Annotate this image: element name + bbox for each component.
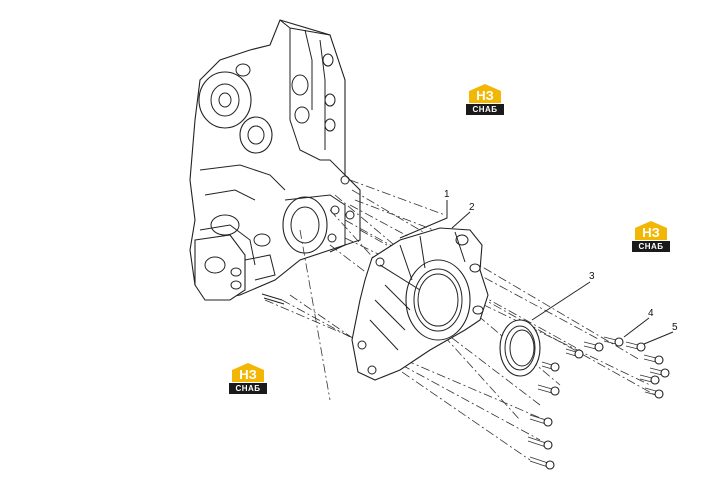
logo-word: СНАБ	[229, 383, 267, 394]
crankshaft-oil-seal	[499, 319, 541, 377]
callout-1: 1	[444, 189, 450, 200]
bolt	[541, 361, 560, 372]
callout-leaders	[399, 200, 674, 345]
leader-1	[399, 200, 448, 239]
leader-2	[451, 211, 471, 229]
bolt	[527, 436, 553, 450]
bolt	[643, 354, 664, 365]
house-roof-icon	[232, 363, 264, 382]
watermark-logo: НЗ СНАБ	[229, 362, 267, 396]
bolt	[529, 414, 553, 427]
bolt	[644, 387, 664, 399]
bolt	[537, 384, 560, 396]
house-roof-icon	[469, 84, 501, 103]
bolt	[565, 348, 584, 359]
bolt-set	[527, 336, 670, 470]
logo-word: СНАБ	[632, 241, 670, 252]
watermark-logo: НЗ СНАБ	[466, 83, 504, 117]
logo-monogram: НЗ	[239, 367, 257, 382]
bolt	[529, 456, 555, 470]
callout-5: 5	[672, 322, 678, 333]
rear-cover-housing	[351, 227, 489, 381]
house-roof-icon	[635, 221, 667, 240]
callout-3: 3	[589, 271, 595, 282]
logo-word: СНАБ	[466, 104, 504, 115]
bolt	[639, 374, 660, 385]
engine-block	[189, 19, 361, 305]
leader-5	[643, 331, 674, 345]
callout-4: 4	[648, 308, 654, 319]
logo-monogram: НЗ	[642, 225, 660, 240]
bolt	[649, 367, 670, 378]
callout-2: 2	[469, 202, 475, 213]
bolt	[625, 341, 646, 352]
bolt	[583, 341, 604, 352]
bolt	[603, 336, 624, 347]
leader-4	[623, 317, 650, 338]
watermark-logo: НЗ СНАБ	[632, 220, 670, 254]
logo-monogram: НЗ	[476, 88, 494, 103]
callout-labels: 1 2 3 4 5	[444, 189, 678, 333]
leader-3	[531, 281, 591, 321]
